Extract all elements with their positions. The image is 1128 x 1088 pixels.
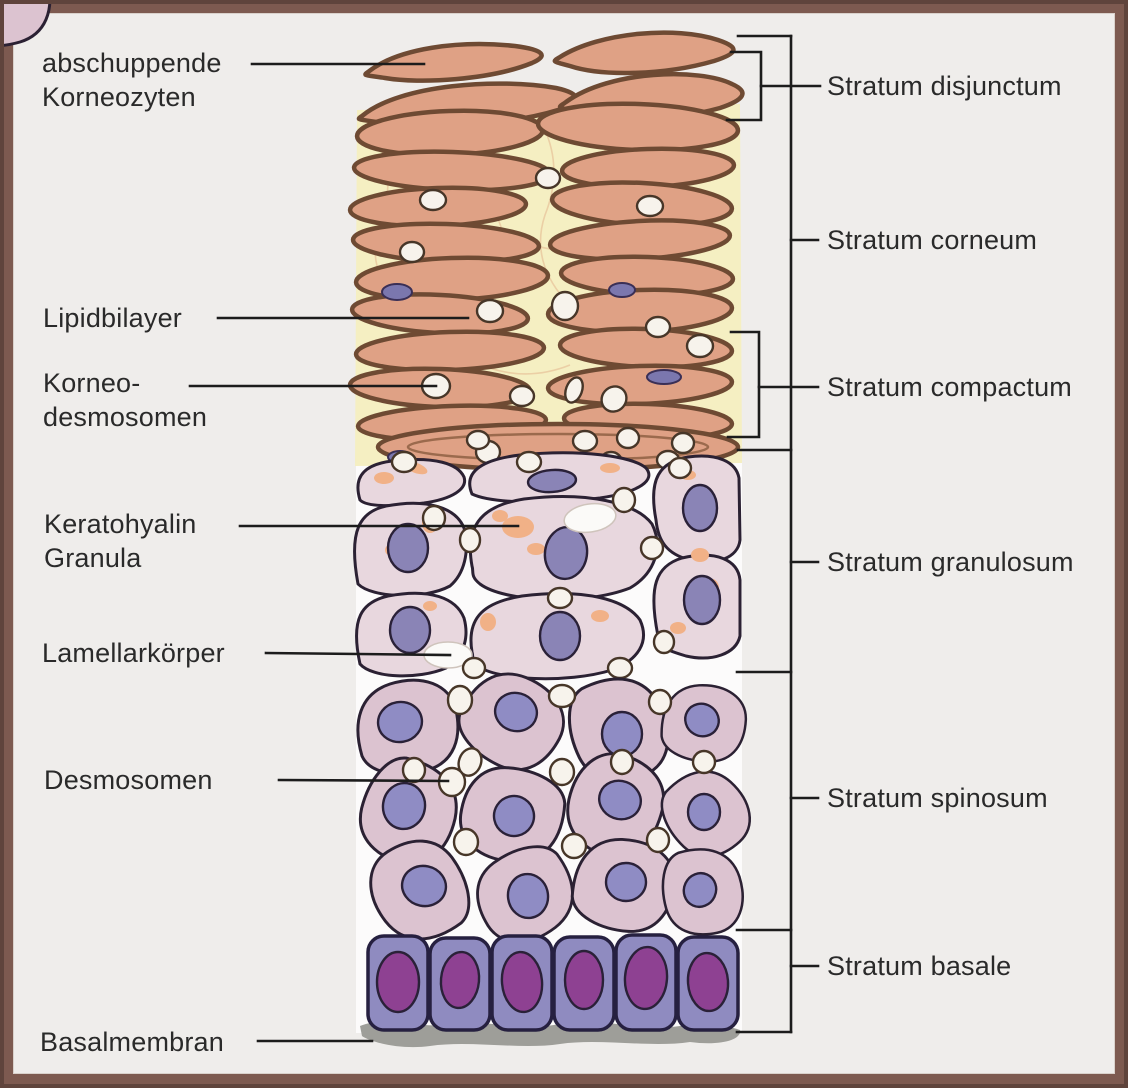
stratum-spinosum-cells: [0, 0, 764, 955]
label-lamellarkoerper: Lamellarkörper: [42, 638, 225, 668]
label-keratohyalin-granula: Keratohyalin Granula: [44, 509, 197, 573]
label-stratum-granulosum: Stratum granulosum: [827, 547, 1074, 577]
pointer-lines: [188, 62, 520, 1043]
label-abschuppende-korneozyten: abschuppende Korneozyten: [42, 48, 222, 112]
label-stratum-compactum: Stratum compactum: [827, 372, 1072, 402]
stratum-granulosum-cells: [353, 450, 742, 681]
label-desmosomen: Desmosomen: [44, 765, 213, 795]
label-basalmembran: Basalmembran: [40, 1027, 224, 1057]
label-lipidbilayer: Lipidbilayer: [43, 303, 182, 333]
korneodesmosomen-ovals: [398, 166, 715, 476]
label-stratum-disjunctum: Stratum disjunctum: [827, 71, 1062, 101]
label-stratum-spinosum: Stratum spinosum: [827, 783, 1048, 813]
stratum-basale-cells: [366, 933, 740, 1032]
label-stratum-corneum: Stratum corneum: [827, 225, 1038, 255]
label-stratum-basale: Stratum basale: [827, 951, 1012, 981]
label-korneodesmosomen: Korneo- desmosomen: [43, 368, 208, 432]
layer-brackets: [725, 34, 822, 1034]
